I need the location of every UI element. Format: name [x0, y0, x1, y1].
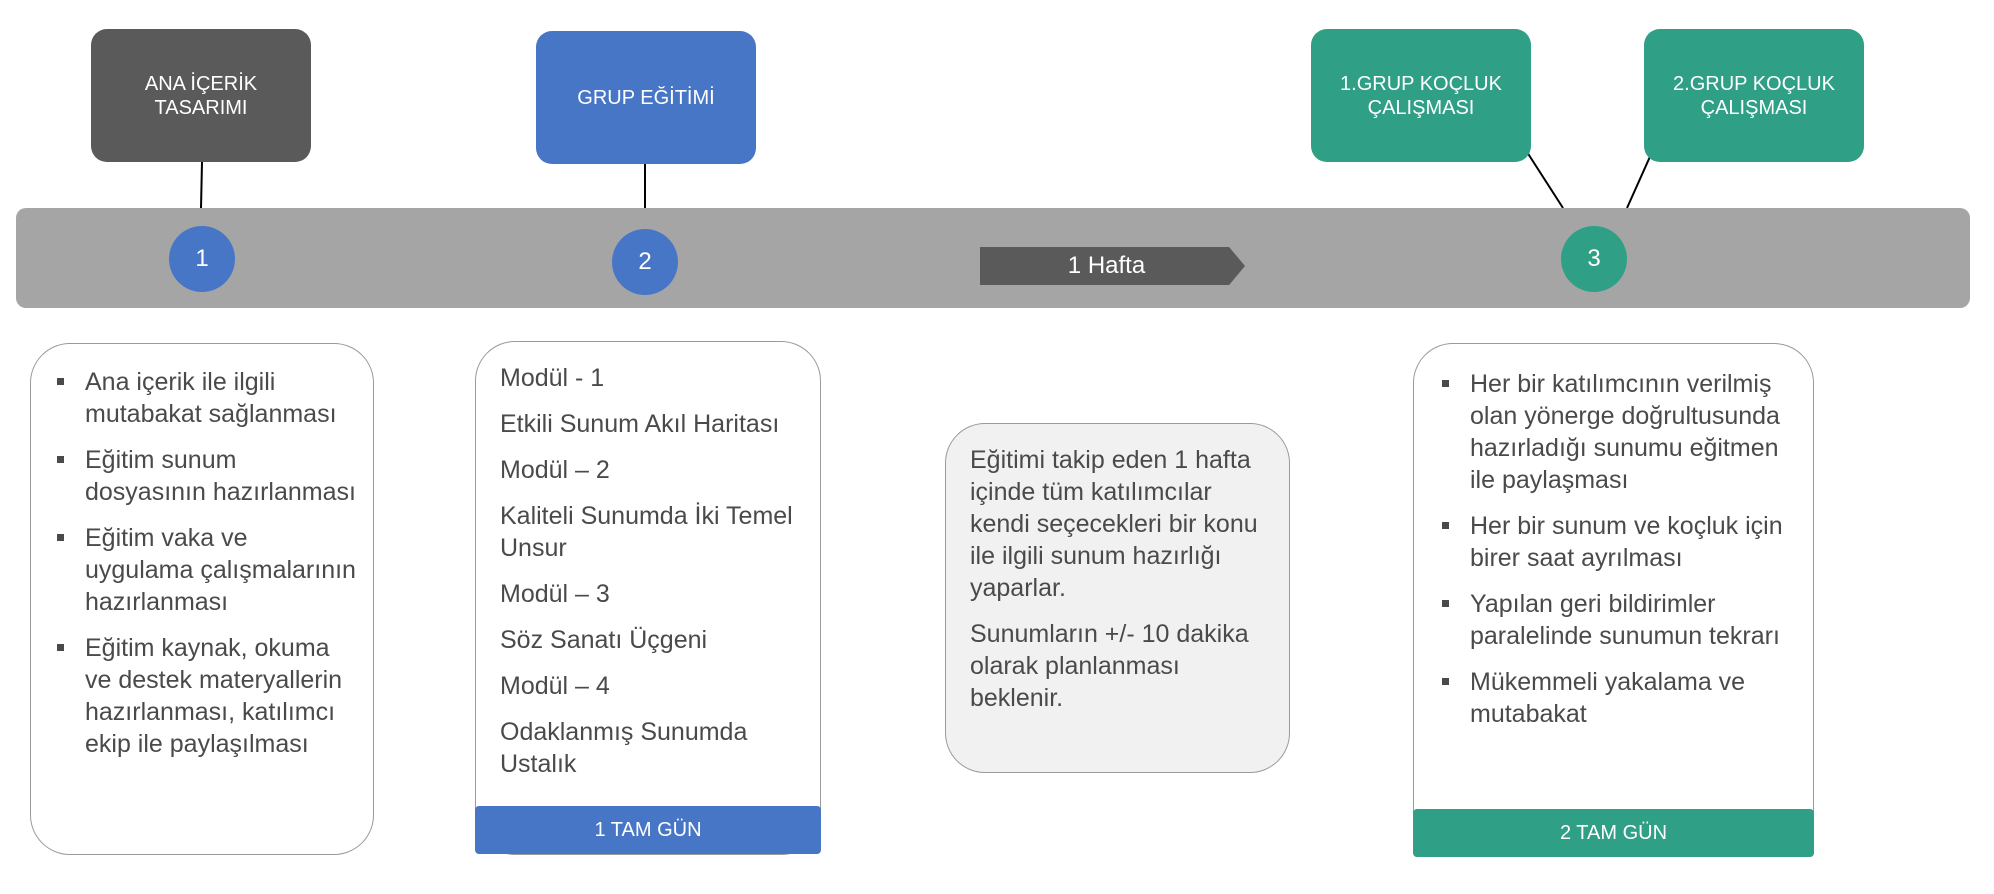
- connector-line-4: [1626, 149, 1654, 209]
- content-design-list: Ana içerik ile ilgili mutabakat sağlanma…: [57, 366, 359, 760]
- list-item: Yapılan geri bildirimler paralelinde sun…: [1442, 588, 1799, 652]
- module-title: Modül – 3: [500, 580, 610, 608]
- group-coaching-list: Her bir katılımcının verilmiş olan yöner…: [1442, 368, 1799, 730]
- step-circle-2: 2: [612, 229, 678, 295]
- list-item: Eğitim kaynak, okuma ve destek materyall…: [57, 632, 359, 760]
- module-topic: Odaklanmış Sunumda Ustalık: [500, 718, 748, 778]
- grup-kocluk-1-box: 1.GRUP KOÇLUK ÇALIŞMASI: [1311, 29, 1531, 162]
- list-item: Mükemmeli yakalama ve mutabakat: [1442, 666, 1799, 730]
- module-topic: Kaliteli Sunumda İki Temel Unsur: [500, 502, 793, 562]
- list-item: Eğitim sunum dosyasının hazırlanması: [57, 444, 359, 508]
- one-week-prep-card: Eğitimi takip eden 1 hafta içinde tüm ka…: [945, 423, 1290, 773]
- duration-arrow: 1 Hafta: [980, 247, 1245, 285]
- connector-line-1: [200, 161, 203, 209]
- list-item: Her bir katılımcının verilmiş olan yöner…: [1442, 368, 1799, 496]
- module-topic: Söz Sanatı Üçgeni: [500, 626, 708, 654]
- one-full-day-footer: 1 TAM GÜN: [475, 806, 821, 854]
- ana-icerik-tasarimi-box: ANA İÇERİK TASARIMI: [91, 29, 311, 162]
- content-design-card: Ana içerik ile ilgili mutabakat sağlanma…: [30, 343, 374, 855]
- grup-kocluk-2-box: 2.GRUP KOÇLUK ÇALIŞMASI: [1644, 29, 1864, 162]
- module-title: Modül - 1: [500, 364, 605, 392]
- module-topic: Etkili Sunum Akıl Haritası: [500, 410, 780, 438]
- prep-paragraph-1: Eğitimi takip eden 1 hafta içinde tüm ka…: [970, 446, 1258, 602]
- connector-line-3: [1526, 151, 1564, 209]
- two-full-days-footer: 2 TAM GÜN: [1413, 809, 1814, 857]
- list-item: Ana içerik ile ilgili mutabakat sağlanma…: [57, 366, 359, 430]
- group-training-card: Modül - 1 Etkili Sunum Akıl Haritası Mod…: [475, 341, 821, 855]
- step-circle-1: 1: [169, 226, 235, 292]
- step-circle-3: 3: [1561, 226, 1627, 292]
- group-coaching-card: Her bir katılımcının verilmiş olan yöner…: [1413, 343, 1814, 857]
- list-item: Eğitim vaka ve uygulama çalışmalarının h…: [57, 522, 359, 618]
- grup-egitimi-box: GRUP EĞİTİMİ: [536, 31, 756, 164]
- prep-paragraph-2: Sunumların +/- 10 dakika olarak planlanm…: [970, 620, 1249, 712]
- module-title: Modül – 2: [500, 456, 610, 484]
- module-title: Modül – 4: [500, 672, 610, 700]
- list-item: Her bir sunum ve koçluk için birer saat …: [1442, 510, 1799, 574]
